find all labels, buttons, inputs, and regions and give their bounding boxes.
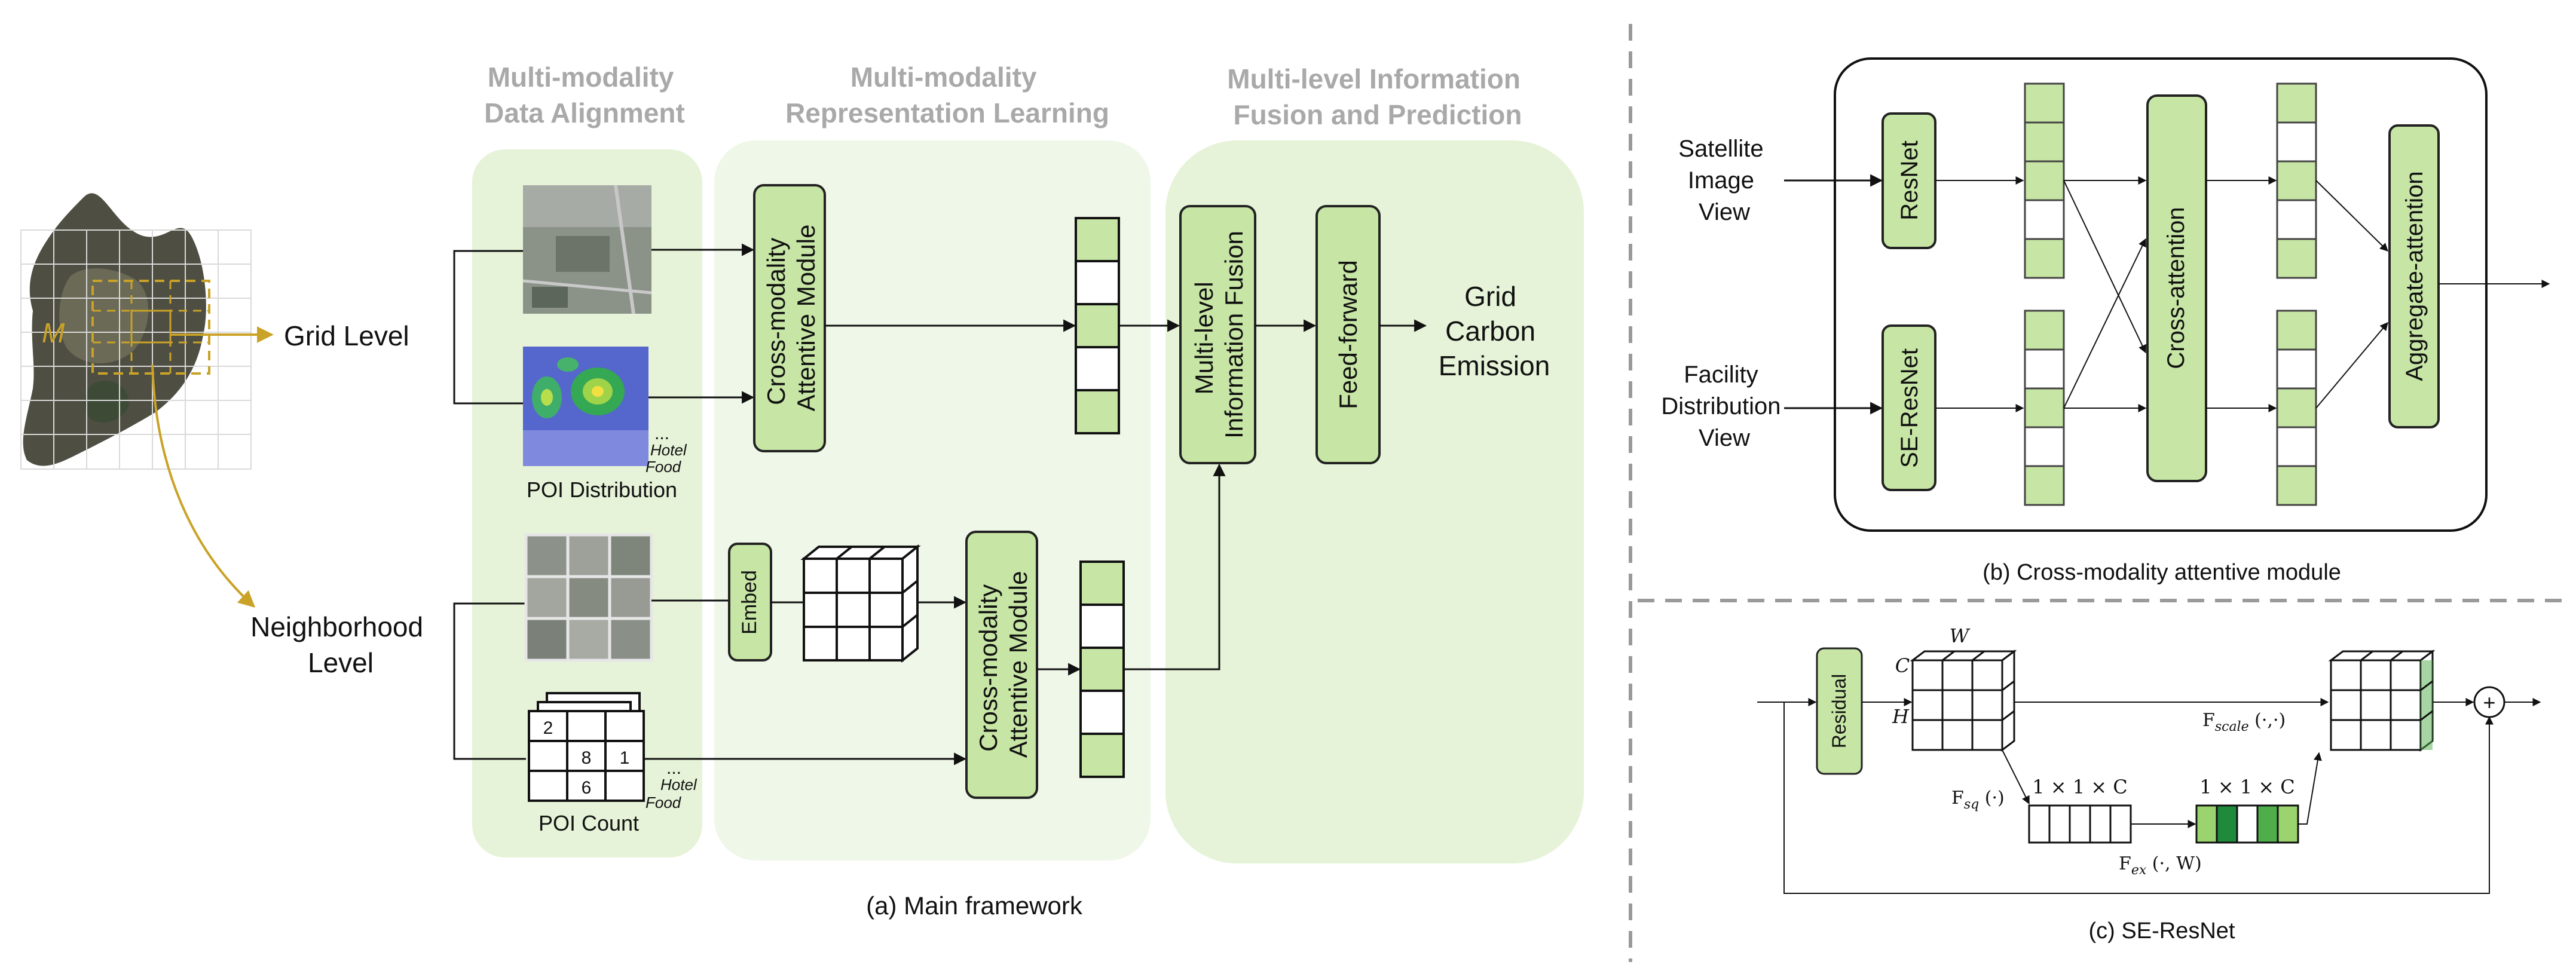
vector-b-in-top — [2024, 82, 2065, 279]
excitation-vector — [2195, 804, 2299, 844]
poi-distribution-label: POI Distribution — [527, 477, 677, 502]
stage1-title: Multi-modality Data Alignment — [484, 62, 685, 128]
cross-modality-module-top-label: Cross-modality Attentive Module — [762, 225, 820, 412]
cross-attention-label: Cross-attention — [2163, 207, 2189, 369]
stage3-title: Multi-level Information Fusion and Predi… — [1227, 63, 1528, 130]
se-output-cube — [2328, 650, 2436, 752]
residual-block — [1816, 647, 1863, 775]
grid-level-label: Grid Level — [284, 320, 409, 351]
cross-modality-module-bottom-label: Cross-modality Attentive Module — [974, 571, 1032, 758]
w-label: W — [1950, 624, 1971, 647]
cross-arrows-b — [2063, 176, 2147, 412]
information-fusion-label: Multi-level Information Fusion — [1190, 231, 1248, 439]
skip-connection — [1783, 702, 2494, 894]
map-grid — [20, 229, 252, 470]
information-fusion-block — [1179, 205, 1256, 464]
cross-modality-module-bottom — [965, 531, 1038, 799]
embed-label: Embed — [738, 570, 761, 635]
count-cell-2: 2 — [543, 718, 553, 738]
excitation-dims-label: 1 × 1 × C — [2199, 776, 2295, 798]
stage3-panel — [1165, 140, 1584, 863]
city-map — [20, 193, 252, 470]
arrow-vector-top-to-aggregate — [2315, 180, 2388, 252]
satellite-image-tile — [522, 185, 652, 314]
aggregate-attention-label: Aggregate-attention — [2401, 171, 2428, 381]
vector-b-out-bottom — [2276, 310, 2317, 506]
grid-bracket — [453, 250, 523, 405]
satellite-view-label: Satellite Image View — [1678, 136, 1770, 225]
arrow-excitation-to-cube — [2298, 752, 2322, 825]
feed-forward-label: Feed-forward — [1334, 260, 1362, 409]
f-sq-label: Fsq (·) — [1951, 788, 2005, 812]
count-cell-6: 6 — [582, 778, 592, 798]
h-label: H — [1892, 705, 1910, 728]
poi-count-grid — [528, 692, 645, 802]
se-resnet-label: SE-ResNet — [1896, 348, 1923, 468]
caption-se-resnet: (c) SE-ResNet — [2089, 918, 2235, 944]
arrow-vector-bottom-to-aggregate — [2315, 321, 2388, 409]
embedding-cube — [800, 544, 921, 663]
arrow-squeeze — [2002, 749, 2030, 805]
output-label: Grid Carbon Emission — [1439, 281, 1550, 381]
heatmap-food-label: Food — [645, 458, 682, 476]
stage2-title: Multi-modality Representation Learning — [785, 62, 1109, 128]
map-label-m: M — [42, 317, 65, 348]
residual-label: Residual — [1828, 674, 1850, 749]
vector-b-in-bottom — [2024, 310, 2065, 506]
cross-modality-module-top — [753, 184, 826, 452]
caption-cross-attention: (b) Cross-modality attentive module — [1983, 560, 2341, 585]
feature-vector-bottom — [1079, 561, 1125, 778]
neighborhood-bracket — [453, 602, 526, 760]
cross-attention-block — [2146, 94, 2207, 482]
arrow-to-neighborhood-level — [151, 364, 256, 608]
count-ellipsis: ... — [666, 758, 681, 778]
aggregate-attention-block — [2388, 124, 2440, 428]
count-cell-1: 1 — [620, 748, 630, 768]
f-scale-label: Fscale (·,·) — [2202, 710, 2286, 734]
squeezed-vector — [2028, 804, 2132, 844]
feature-vector-top — [1075, 217, 1120, 434]
vector-b-out-top — [2276, 82, 2317, 279]
stage1-panel — [472, 149, 702, 857]
poi-heatmap-tile — [523, 347, 648, 466]
resnet-label: ResNet — [1896, 140, 1923, 220]
squeezed-dims-label: 1 × 1 × C — [2032, 776, 2128, 798]
se-input-cube — [1910, 650, 2017, 752]
count-hotel-label: Hotel — [660, 776, 697, 794]
caption-main-framework: (a) Main framework — [866, 892, 1083, 920]
sum-plus-label: + — [2483, 690, 2495, 715]
f-ex-label: Fex (·, W) — [2119, 853, 2202, 878]
arrow-vector-bottom-to-fusion — [1124, 463, 1226, 670]
facility-view-label: Facility Distribution View — [1661, 362, 1787, 451]
heatmap-ellipsis: ... — [654, 424, 669, 443]
count-cell-8: 8 — [582, 748, 592, 768]
count-food-label: Food — [645, 794, 682, 811]
heatmap-hotel-label: Hotel — [650, 441, 687, 459]
feed-forward-block — [1315, 205, 1381, 464]
neighborhood-satellite-tiles — [524, 533, 653, 662]
c-label: C — [1895, 654, 1910, 677]
poi-count-label: POI Count — [539, 811, 639, 835]
neighborhood-level-label: Neighborhood Level — [250, 611, 431, 678]
